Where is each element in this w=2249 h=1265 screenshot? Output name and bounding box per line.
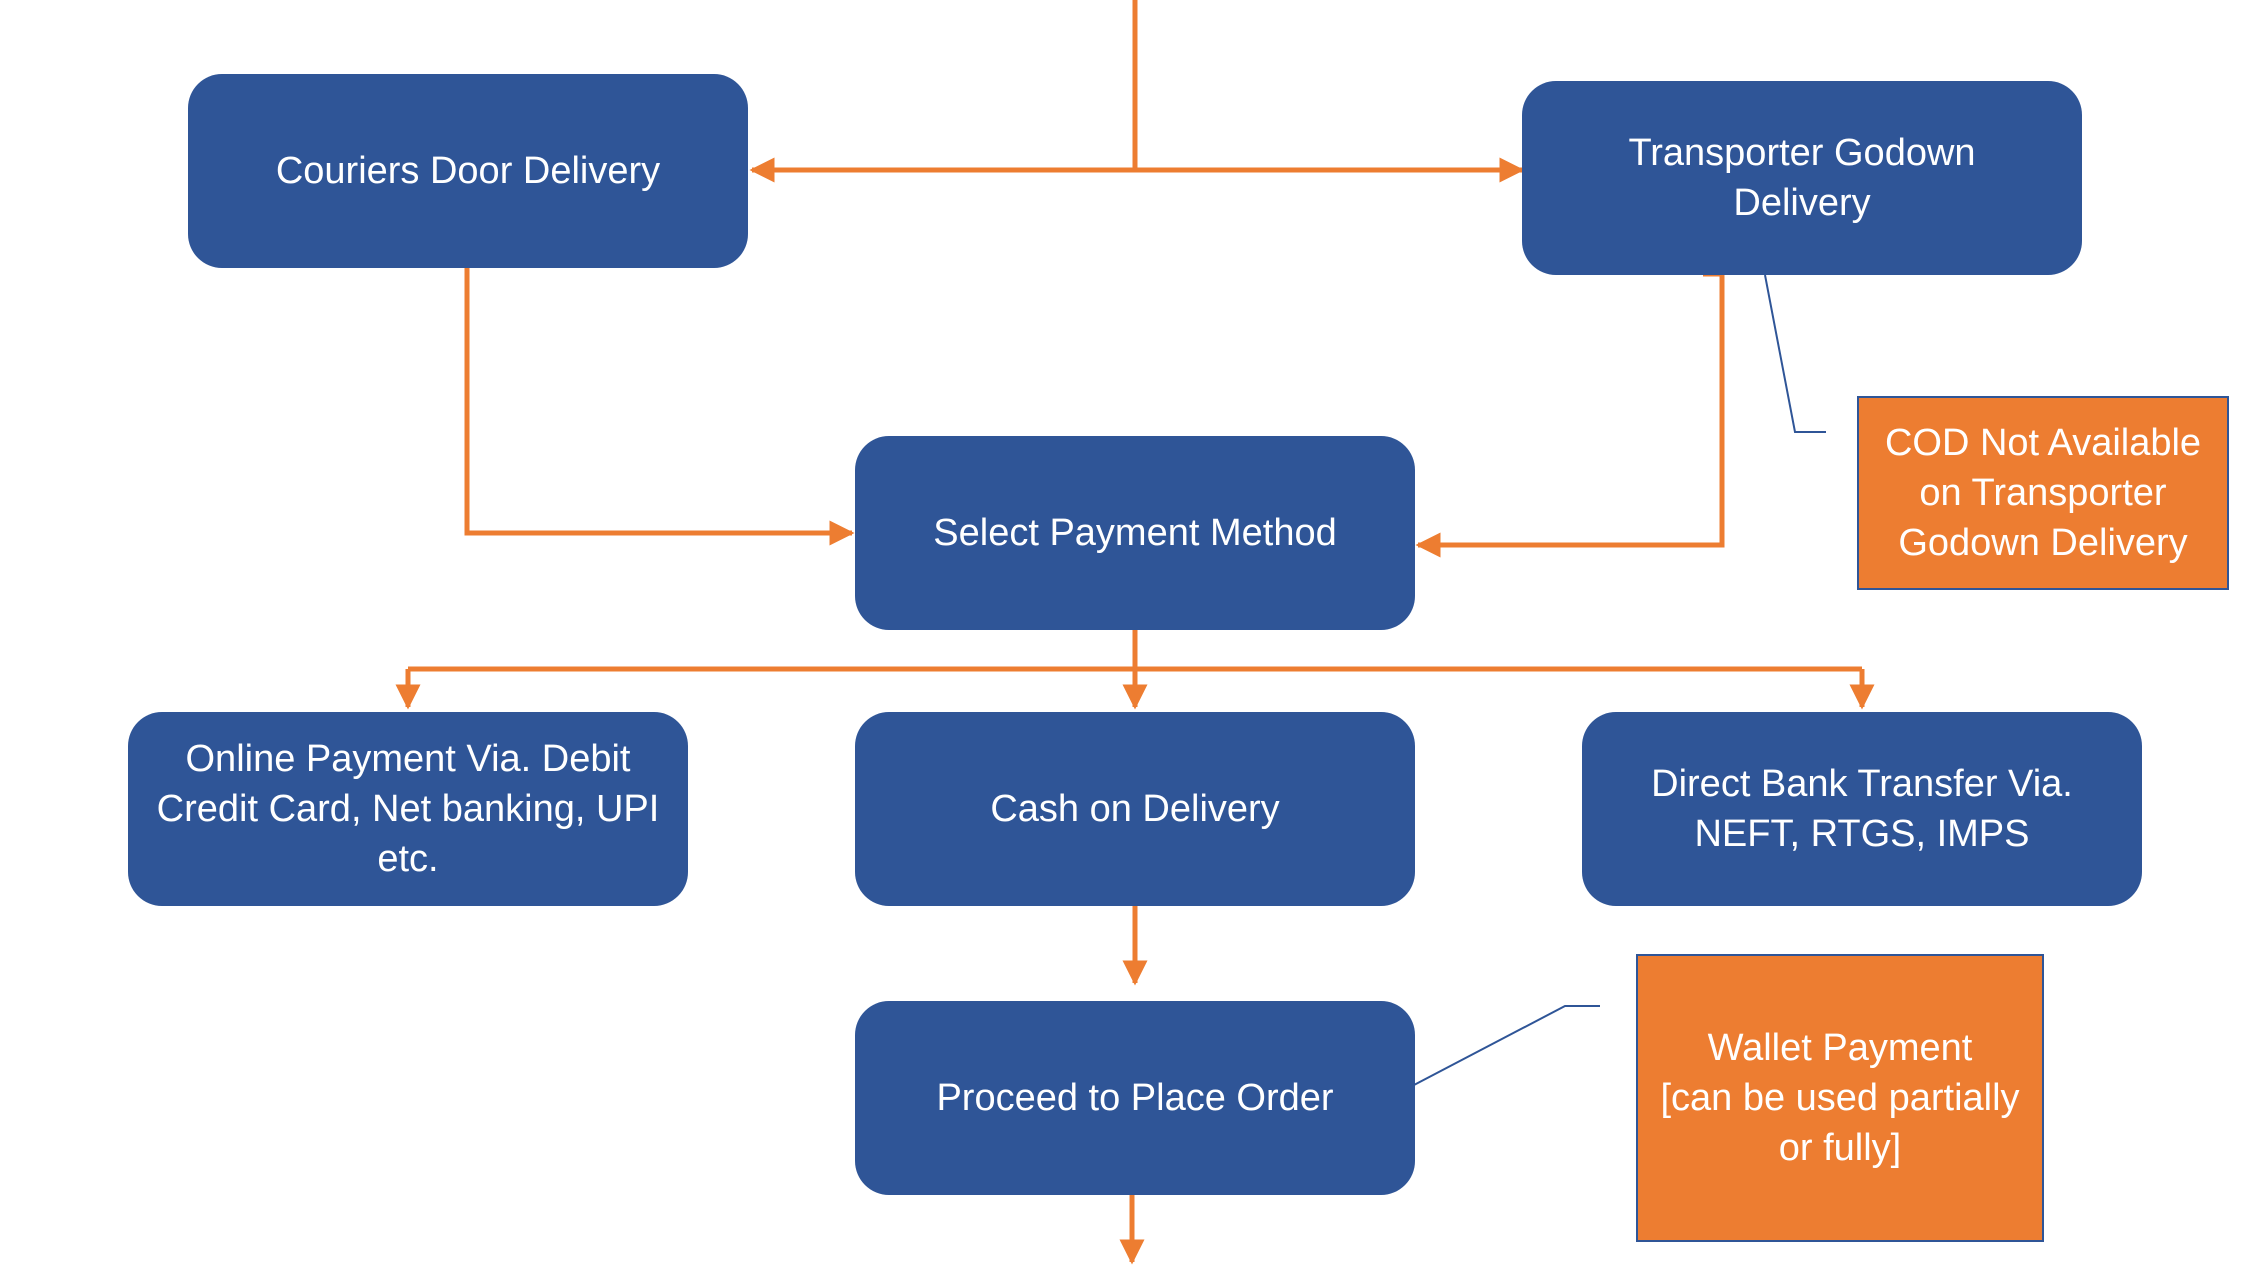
direct-bank-transfer-node: Direct Bank Transfer Via. NEFT, RTGS, IM…: [1582, 712, 2142, 906]
proceed-to-place-order-node: Proceed to Place Order: [855, 1001, 1415, 1195]
cod-not-available-label: COD Not Available on Transporter Godown …: [1884, 422, 2202, 564]
online-payment-label: Online Payment Via. Debit Credit Card, N…: [156, 738, 660, 880]
transporter-godown-delivery-node: Transporter Godown Delivery: [1522, 81, 2082, 275]
wallet-payment-label: Wallet Payment [can be used partially or…: [1660, 1027, 2020, 1169]
direct-bank-transfer-label: Direct Bank Transfer Via. NEFT, RTGS, IM…: [1651, 763, 2073, 855]
cash-on-delivery-label: Cash on Delivery: [990, 788, 1280, 830]
online-payment-node: Online Payment Via. Debit Credit Card, N…: [128, 712, 688, 906]
select-payment-method-label: Select Payment Method: [933, 512, 1337, 554]
wallet-callout-leader: [1413, 1005, 1600, 1086]
couriers-door-delivery-node: Couriers Door Delivery: [188, 74, 748, 268]
cash-on-delivery-node: Cash on Delivery: [855, 712, 1415, 906]
wallet-payment-callout: Wallet Payment [can be used partially or…: [1636, 954, 2044, 1242]
cod-callout-leader: [1764, 274, 1826, 433]
arrow-transporter-to-select-payment: [1415, 271, 1725, 558]
arrow-couriers-to-select-payment: [464, 268, 855, 546]
cod-not-available-callout: COD Not Available on Transporter Godown …: [1857, 396, 2229, 590]
select-payment-method-node: Select Payment Method: [855, 436, 1415, 630]
couriers-door-delivery-label: Couriers Door Delivery: [275, 150, 661, 192]
transporter-godown-delivery-label: Transporter Godown Delivery: [1628, 132, 1976, 224]
proceed-to-place-order-label: Proceed to Place Order: [936, 1077, 1334, 1119]
